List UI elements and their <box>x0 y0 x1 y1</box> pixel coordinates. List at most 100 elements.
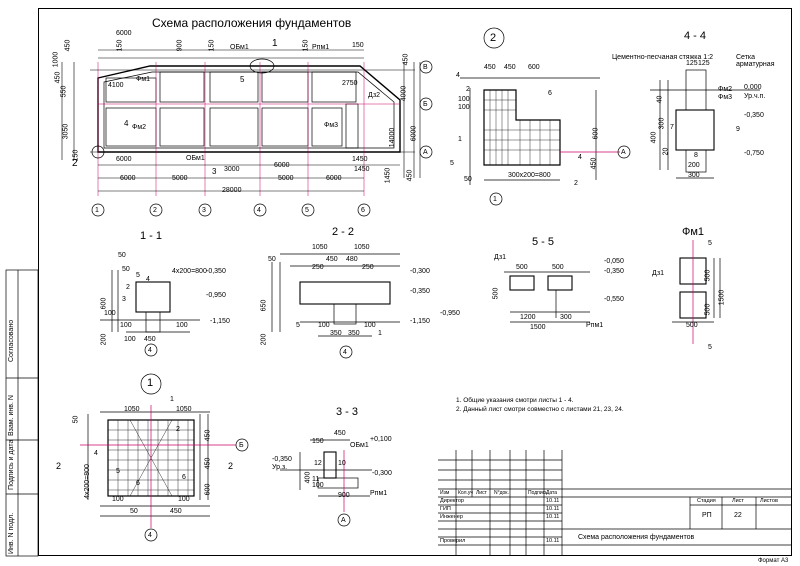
mark: Фм3 <box>718 94 733 101</box>
stamp-col-header: Кол.уч <box>458 490 473 496</box>
plan-label: Рпм1 <box>312 44 330 51</box>
side-field: Взам. инв. N <box>8 395 15 436</box>
mark: 6 <box>136 480 140 487</box>
mark: 1 <box>378 330 382 337</box>
stamp-col-header: Подпись <box>528 490 548 496</box>
dim: 100 <box>176 322 188 329</box>
level: -0,950 <box>206 292 226 299</box>
level: +0,100 <box>370 436 392 443</box>
mark: 5 <box>450 160 454 167</box>
dim: 1050 <box>312 244 328 251</box>
dim: 250 <box>362 264 374 271</box>
mark: Рпм1 <box>586 322 604 329</box>
dim: 400 <box>304 471 312 484</box>
detail-2-geometry <box>460 27 631 206</box>
sheet-title: Схема расположения фундаментов <box>152 16 352 30</box>
dim: 650 <box>260 299 268 312</box>
axis-label: 4 <box>257 207 261 214</box>
axis-label: 1 <box>95 207 99 214</box>
stamp-stage-header: Стадия <box>697 498 716 504</box>
mark: 6 <box>548 90 552 97</box>
detail-1-geometry <box>80 373 249 542</box>
cut-mark: 1 <box>272 38 278 49</box>
note: Цементно-песчаная стяжка 1:2 <box>612 54 714 61</box>
dim: 600 <box>204 483 212 496</box>
section-3-3-geometry <box>280 439 372 527</box>
drawing-frame <box>38 8 792 556</box>
stamp-sheets-header: Листов <box>760 498 778 504</box>
mark: 2 <box>176 426 180 433</box>
mark: Дз1 <box>494 254 507 261</box>
plan-dim-top: 150 <box>352 42 364 49</box>
mark: 6 <box>182 474 186 481</box>
level: -0,300 <box>410 268 430 275</box>
level: Ур.з. <box>272 464 288 471</box>
axis-label: 5 <box>305 207 309 214</box>
dim: 100 <box>178 496 190 503</box>
section-5-5-geometry <box>504 271 590 323</box>
section-2-2-geometry <box>271 253 400 359</box>
axis-label: Б <box>239 442 244 449</box>
section-1-1-geometry <box>100 270 200 357</box>
dim: 1500 <box>530 324 546 331</box>
axis-label: 1 <box>493 196 497 203</box>
stamp-col-header: Дата <box>546 490 558 496</box>
dim: 450 <box>590 157 598 170</box>
dim: 125 <box>686 60 698 67</box>
section-5-5-label: 5 - 5 <box>532 236 555 248</box>
plan-label: Дз2 <box>368 92 381 99</box>
mark: 1 <box>170 396 174 403</box>
mark: 2 <box>574 180 578 187</box>
level: -0,300 <box>372 470 392 477</box>
plan-dim-top: 900 <box>176 39 184 52</box>
level: -1,150 <box>210 318 230 325</box>
level: Ур.ч.п. <box>744 93 766 100</box>
plan-dim-left: 3050 <box>62 123 70 140</box>
dim: 100 <box>120 322 132 329</box>
plan-dim-top: 150 <box>302 39 310 52</box>
dim: 300x200=800 <box>508 172 551 179</box>
mark: 1 <box>458 136 462 143</box>
dim: 200 <box>688 162 700 169</box>
axis-label: 2 <box>153 207 157 214</box>
mark: ОБм1 <box>350 442 369 449</box>
plan-label: ОБм1 <box>230 44 249 51</box>
level: -0,950 <box>440 310 460 317</box>
plan-dim-left: 550 <box>60 85 68 98</box>
mark: 3 <box>122 296 126 303</box>
dim: 450 <box>326 256 338 263</box>
level: 0,000 <box>744 84 762 91</box>
plan-dim-top: 1000 <box>52 51 60 68</box>
detail-1-label: 1 <box>147 377 154 389</box>
dim: 50 <box>464 176 472 183</box>
stamp-col-header: N°док. <box>494 490 509 496</box>
plan-label: 6000 <box>274 162 290 169</box>
dim: 100 <box>458 96 470 103</box>
mark: 4 <box>578 154 582 161</box>
plan-label: 6000 <box>116 156 132 163</box>
mark: 4 <box>456 72 460 79</box>
dim: 50 <box>130 508 138 515</box>
stamp-date: 10.11 <box>546 506 560 512</box>
level: -1,150 <box>410 318 430 325</box>
mark: 4 <box>94 450 98 457</box>
dim: 100 <box>312 482 324 489</box>
dim: 450 <box>504 64 516 71</box>
plan-dim-bottom: 6000 <box>326 175 342 182</box>
dim: 100 <box>124 336 136 343</box>
note-line: 1. Общие указания смотри листы 1 - 4. <box>456 397 574 404</box>
dim: 100 <box>318 322 330 329</box>
plan-dim-total: 28000 <box>222 187 242 194</box>
dim: 450 <box>204 429 212 442</box>
plan-label: Фм1 <box>136 76 151 83</box>
level: -0,350 <box>410 288 430 295</box>
plan-label: ОБм1 <box>186 155 205 162</box>
plan-label: Фм2 <box>132 124 147 131</box>
plan-dim-top: 150 <box>208 39 216 52</box>
dim: 500 <box>686 322 698 329</box>
mark: 8 <box>694 152 698 159</box>
stamp-sheet-header: Лист <box>732 498 744 504</box>
dim: 1500 <box>718 289 726 306</box>
plan-label: 1450 <box>352 156 368 163</box>
